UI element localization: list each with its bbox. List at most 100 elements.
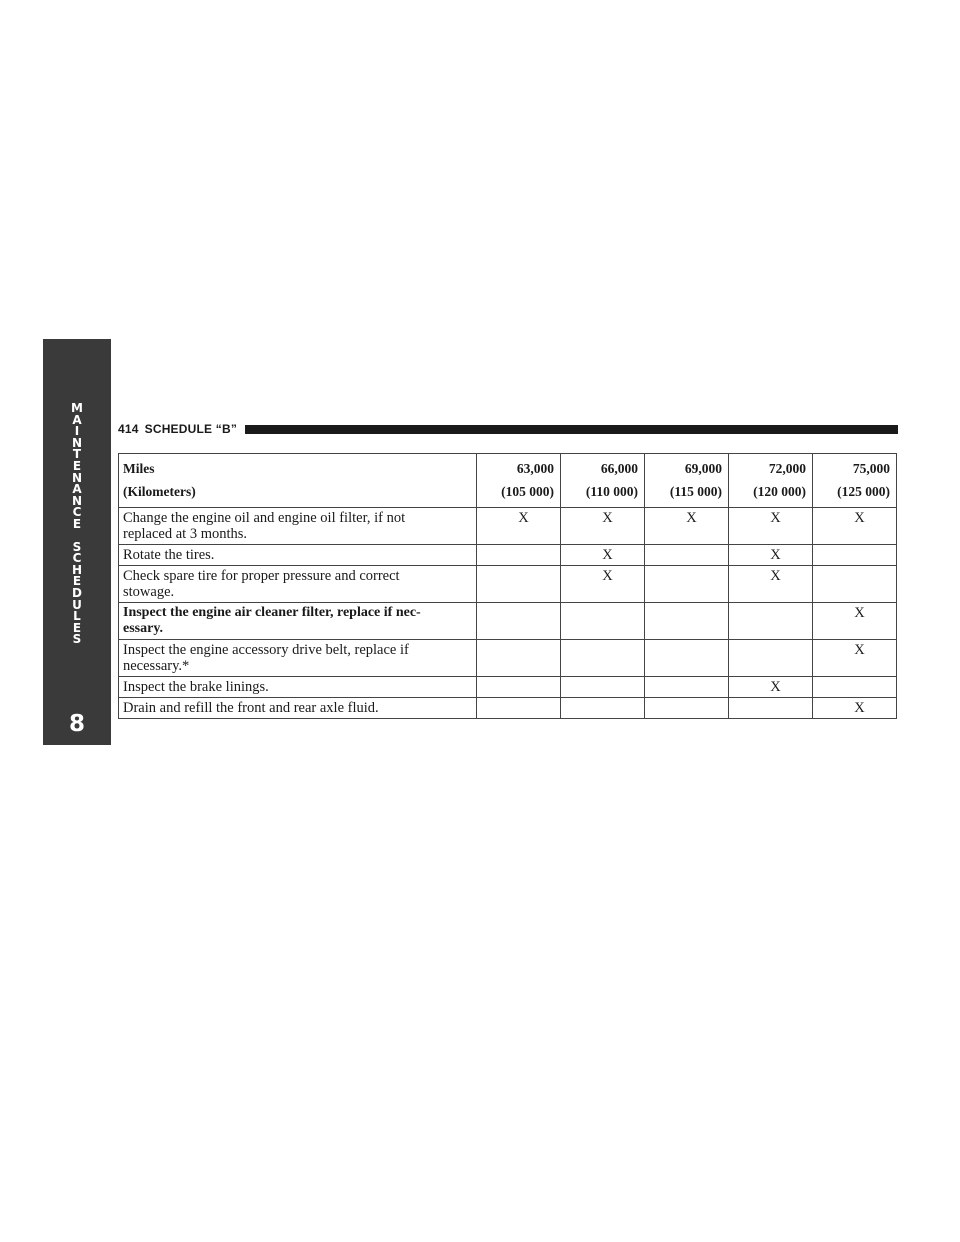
- interval-mark-cell: [644, 602, 729, 640]
- interval-mark-cell: X: [476, 507, 561, 545]
- interval-mark-cell: [728, 697, 813, 719]
- side-tab-letter: E: [72, 458, 82, 473]
- page-number: 414: [118, 422, 139, 436]
- page-title: SCHEDULE “B”: [144, 422, 238, 436]
- task-cell: Inspect the engine accessory drive belt,…: [118, 639, 477, 677]
- interval-miles: 75,000: [852, 461, 890, 476]
- task-text-line: Inspect the brake linings.: [123, 679, 269, 695]
- interval-mark-cell: X: [728, 565, 813, 603]
- interval-mark-cell: [560, 676, 645, 698]
- task-text-line: Rotate the tires.: [123, 547, 215, 563]
- side-tab-letter: U: [72, 597, 82, 612]
- interval-mark-cell: [812, 544, 897, 566]
- task-text-line: Inspect the engine accessory drive belt,…: [123, 642, 409, 658]
- interval-mark-cell: [728, 639, 813, 677]
- task-cell: Rotate the tires.: [118, 544, 477, 566]
- chapter-number: 8: [68, 711, 85, 737]
- side-tab-letter: D: [72, 585, 82, 600]
- interval-miles: 63,000: [516, 461, 554, 476]
- table-row: Drain and refill the front and rear axle…: [118, 697, 897, 719]
- interval-header-cell: 69,000 (115 000): [644, 453, 729, 508]
- interval-mark-cell: [644, 565, 729, 603]
- side-tab-letter: N: [71, 435, 83, 450]
- task-text-line: essary.: [123, 621, 164, 636]
- interval-kilometers: (105 000): [501, 484, 554, 499]
- interval-mark-cell: [476, 565, 561, 603]
- task-text-line: necessary.*: [123, 658, 190, 674]
- interval-header-cell: 66,000 (110 000): [560, 453, 645, 508]
- header-miles-label: Miles: [123, 461, 155, 476]
- task-text-line: Check spare tire for proper pressure and…: [123, 568, 400, 584]
- interval-miles: 66,000: [600, 461, 638, 476]
- maintenance-schedule-table: Miles (Kilometers) 63,000 (105 000) 66,000…: [118, 453, 897, 719]
- interval-mark-cell: [476, 602, 561, 640]
- interval-mark-cell: [560, 639, 645, 677]
- side-tab-letter: S: [72, 632, 82, 647]
- table-row: Change the engine oil and engine oil fil…: [118, 507, 897, 545]
- interval-header-cell: 75,000 (125 000): [812, 453, 897, 508]
- side-tab-letter: M: [71, 401, 83, 415]
- interval-mark-cell: [560, 697, 645, 719]
- task-text-line: stowage.: [123, 584, 175, 600]
- interval-mark-cell: [644, 544, 729, 566]
- interval-mark-cell: X: [812, 507, 897, 545]
- interval-mark-cell: X: [644, 507, 729, 545]
- side-tab-letter: E: [72, 574, 82, 589]
- header-label-cell: Miles (Kilometers): [118, 453, 477, 508]
- interval-mark-cell: X: [560, 565, 645, 603]
- side-tab-letter: L: [73, 609, 81, 624]
- task-cell: Inspect the brake linings.: [118, 676, 477, 698]
- interval-mark-cell: [644, 676, 729, 698]
- side-tab-letter: T: [72, 447, 82, 462]
- interval-miles: 72,000: [768, 461, 806, 476]
- side-tab-letter: N: [71, 493, 83, 508]
- interval-mark-cell: X: [560, 507, 645, 545]
- interval-mark-cell: [812, 565, 897, 603]
- interval-mark-cell: [476, 676, 561, 698]
- interval-header-cell: 72,000 (120 000): [728, 453, 813, 508]
- task-cell: Inspect the engine air cleaner filter, r…: [118, 602, 477, 640]
- header-kilometers-label: (Kilometers): [123, 484, 196, 499]
- side-tab-letter: N: [71, 470, 83, 485]
- interval-mark-cell: [476, 697, 561, 719]
- task-text-line: Inspect the engine air cleaner filter, r…: [123, 605, 421, 620]
- side-tab-letter: C: [72, 551, 82, 566]
- interval-kilometers: (125 000): [837, 484, 890, 499]
- interval-mark-cell: [476, 544, 561, 566]
- interval-miles: 69,000: [684, 461, 722, 476]
- side-tab-letter: A: [72, 412, 82, 427]
- task-cell: Check spare tire for proper pressure and…: [118, 565, 477, 603]
- side-tab-letter: S: [72, 539, 82, 554]
- side-tab-letter: H: [71, 562, 83, 577]
- side-tab-letter: I: [74, 424, 80, 439]
- interval-mark-cell: X: [560, 544, 645, 566]
- side-tab-letter: E: [72, 516, 82, 531]
- side-tab-letter: E: [72, 620, 82, 635]
- table-body: Change the engine oil and engine oil fil…: [118, 507, 897, 719]
- interval-mark-cell: [476, 639, 561, 677]
- interval-mark-cell: [812, 676, 897, 698]
- interval-mark-cell: [560, 602, 645, 640]
- page-header: 414 SCHEDULE “B”: [118, 420, 898, 438]
- interval-mark-cell: X: [812, 639, 897, 677]
- interval-mark-cell: X: [728, 676, 813, 698]
- task-cell: Drain and refill the front and rear axle…: [118, 697, 477, 719]
- task-text-line: Drain and refill the front and rear axle…: [123, 700, 379, 716]
- table-header-row: Miles (Kilometers) 63,000 (105 000) 66,000…: [118, 453, 897, 508]
- table-row: Check spare tire for proper pressure and…: [118, 565, 897, 603]
- interval-mark-cell: [644, 639, 729, 677]
- side-tab-letter: A: [72, 482, 82, 497]
- table-row: Inspect the engine accessory drive belt,…: [118, 639, 897, 677]
- table-row: Inspect the brake linings. X: [118, 676, 897, 698]
- interval-kilometers: (120 000): [753, 484, 806, 499]
- interval-header-cell: 63,000 (105 000): [476, 453, 561, 508]
- task-cell: Change the engine oil and engine oil fil…: [118, 507, 477, 545]
- interval-kilometers: (115 000): [669, 484, 722, 499]
- interval-mark-cell: X: [728, 507, 813, 545]
- table-row: Inspect the engine air cleaner filter, r…: [118, 602, 897, 640]
- side-tab-letter: C: [72, 505, 82, 520]
- interval-kilometers: (110 000): [585, 484, 638, 499]
- interval-mark-cell: [728, 602, 813, 640]
